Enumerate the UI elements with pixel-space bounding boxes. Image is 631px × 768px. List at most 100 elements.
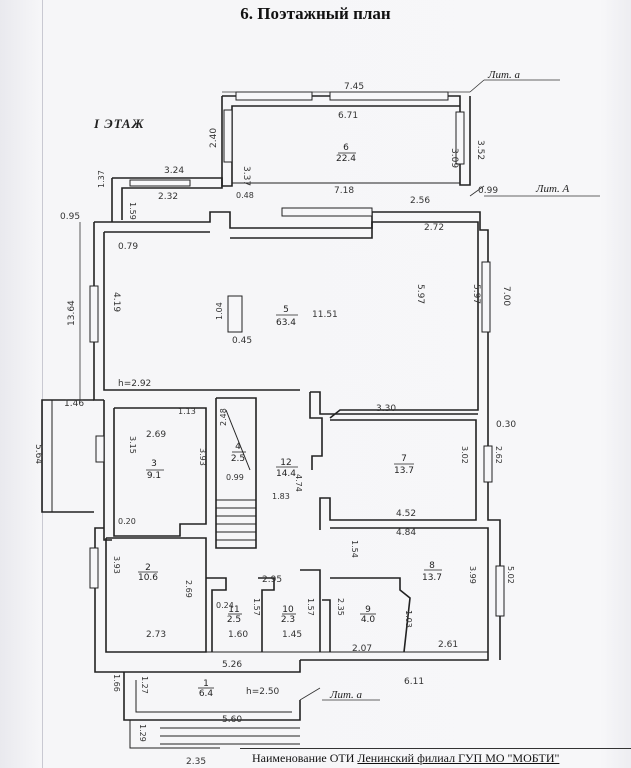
- window-main-right: [481, 261, 491, 333]
- window-ext-right: [455, 111, 465, 165]
- dim-label: 5.02: [506, 566, 515, 584]
- dim-label: 2.95: [262, 575, 282, 585]
- dim-label: 11.51: [312, 310, 338, 320]
- room-labels: 6 22.4 5 63.4 3 9.1 4 2.5 12 14.4 7 13.7…: [138, 143, 442, 699]
- dim-label: 0.45: [232, 336, 252, 346]
- room-area: 4.0: [361, 615, 376, 625]
- wall-outer-left-mid: [103, 400, 112, 541]
- lit-A-label: Лит. А: [535, 183, 570, 195]
- room-area: 2.5: [231, 454, 245, 464]
- room-number: 7: [401, 454, 407, 464]
- room-number: 4: [235, 442, 241, 452]
- window-main-left: [89, 285, 99, 343]
- room-number: 6: [343, 143, 349, 153]
- dim-label: h=2.92: [118, 379, 151, 389]
- wall-outer-bottom: [94, 527, 301, 673]
- dim-label: 1.27: [140, 676, 149, 694]
- dim-label: 1.45: [282, 630, 302, 640]
- plan-stairs: [160, 409, 300, 745]
- dim-label: 1.46: [64, 399, 84, 409]
- dim-label: 0.79: [118, 242, 138, 252]
- room-area: 6.4: [199, 689, 214, 699]
- plan-walls: [41, 95, 501, 749]
- dim-label: 2.61: [438, 640, 458, 650]
- window-ext-top-2: [329, 91, 449, 101]
- dim-label: 5.64: [33, 444, 43, 464]
- room-number: 12: [280, 458, 291, 468]
- window-room8: [495, 565, 505, 617]
- dim-label: 1.29: [138, 724, 147, 742]
- dim-label: 1.37: [97, 170, 106, 188]
- wall-left-annex: [41, 399, 94, 513]
- dim-label: 13.64: [67, 300, 77, 326]
- dim-label: 3.09: [449, 148, 459, 168]
- dim-label: 5.26: [222, 660, 242, 670]
- wall-bottom-porch-inner: [135, 680, 292, 713]
- dim-label: 1.83: [272, 492, 290, 501]
- plan-dimension-lines: [79, 79, 600, 701]
- dim-label: 2.69: [184, 580, 193, 598]
- window-ext-top-1: [235, 91, 313, 101]
- window-room3: [95, 435, 105, 463]
- dim-label: 1.59: [128, 202, 137, 220]
- lit-a-top-label: Лит. а: [487, 69, 521, 81]
- wall-room4-stairs: [215, 397, 257, 549]
- dim-label: 0.99: [226, 473, 244, 482]
- dim-label: 0.24: [216, 601, 234, 610]
- wall-bottom-steps: [129, 720, 220, 749]
- room-number: 3: [151, 459, 157, 469]
- dim-label: 2.40: [209, 128, 219, 148]
- wall-extension-right: [222, 95, 471, 186]
- wall-inner-top-right: [230, 221, 479, 419]
- dim-label: 1.60: [228, 630, 248, 640]
- room-area: 13.7: [394, 466, 414, 476]
- footer-organization: Ленинский филиал ГУП МО "МОБТИ": [357, 751, 560, 765]
- room-area: 22.4: [336, 154, 356, 164]
- dim-label: 6.71: [338, 111, 358, 121]
- window-porch: [129, 179, 191, 187]
- dim-label: 2.35: [186, 757, 206, 767]
- wall-room10-right: [300, 569, 321, 652]
- wall-room11: [206, 577, 227, 652]
- footer-label: Наименование ОТИ: [252, 751, 355, 765]
- dim-label: 2.62: [494, 446, 503, 464]
- wall-room9: [330, 577, 411, 653]
- dim-label: 7.00: [501, 286, 511, 306]
- dim-label: 5.60: [222, 715, 242, 725]
- dim-label: 1.57: [252, 598, 261, 616]
- room-area: 13.7: [422, 573, 442, 583]
- room-number: 1: [203, 679, 209, 689]
- dim-label: 2.32: [158, 192, 178, 202]
- page-binding-line: [42, 0, 43, 768]
- dim-label: 3.93: [112, 556, 121, 574]
- dim-label: h=2.50: [246, 687, 280, 697]
- dim-label: 2.72: [424, 223, 444, 233]
- dim-label: 1.13: [178, 407, 196, 416]
- dim-label: 1.66: [112, 674, 121, 692]
- dim-label: 7.18: [334, 186, 354, 196]
- wall-room8: [300, 527, 489, 661]
- dimension-labels: 7.45 6.71 2.40 3.37 3.09 3.52 7.18 2.56 …: [33, 82, 516, 767]
- dim-label: 4.74: [294, 474, 303, 492]
- dim-label: 0.99: [478, 186, 498, 196]
- page-title: 6. Поэтажный план: [240, 4, 391, 23]
- dim-label: 2.73: [146, 630, 166, 640]
- dim-label: 0.30: [496, 420, 516, 430]
- dim-label: 4.84: [396, 528, 416, 538]
- room-area: 63.4: [276, 318, 296, 328]
- dim-label: 5.97: [415, 284, 425, 304]
- floor-label: I ЭТАЖ: [94, 116, 145, 131]
- dim-label: 2.35: [336, 598, 345, 616]
- dim-label: 3.02: [460, 446, 469, 464]
- dim-label: 1.57: [306, 598, 315, 616]
- footer-bar: Наименование ОТИ Ленинский филиал ГУП МО…: [240, 748, 631, 768]
- room-number: 2: [145, 563, 151, 573]
- window-ext-left: [223, 109, 233, 163]
- room-area: 14.4: [276, 469, 296, 479]
- room-area: 2.5: [227, 615, 241, 625]
- room-number: 8: [429, 561, 435, 571]
- dim-label: 0.95: [60, 212, 80, 222]
- dim-label: 3.93: [198, 448, 207, 466]
